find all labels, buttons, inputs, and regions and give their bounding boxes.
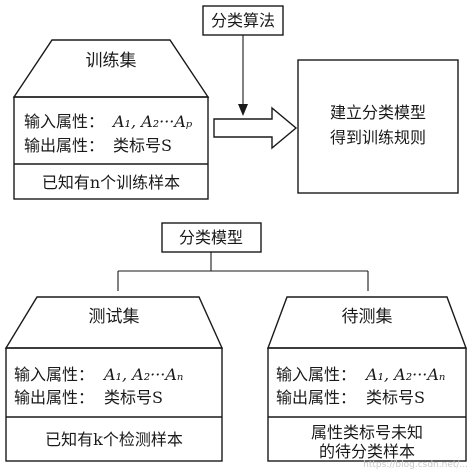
algorithm-label: 分类算法 bbox=[211, 11, 275, 30]
build-model-box bbox=[297, 59, 459, 194]
training-footer: 已知有n个训练样本 bbox=[42, 173, 180, 192]
training-set-block bbox=[12, 39, 210, 200]
algorithm-arrowhead bbox=[238, 104, 248, 116]
training-output-attr: 类标号S bbox=[113, 136, 172, 155]
training-set-header: 训练集 bbox=[86, 51, 137, 71]
test-output-prefix: 输出属性： bbox=[14, 388, 94, 407]
pending-set-block bbox=[266, 296, 468, 462]
pending-footer-line1: 属性类标号未知 bbox=[311, 423, 423, 442]
model-label: 分类模型 bbox=[179, 228, 243, 247]
pending-input-attrs: A₁, A₂···Aₙ bbox=[364, 365, 445, 384]
pending-output-prefix: 输出属性： bbox=[276, 388, 356, 407]
build-model-line1: 建立分类模型 bbox=[330, 103, 426, 122]
pending-set-header: 待测集 bbox=[342, 307, 393, 327]
training-input-prefix: 输入属性： bbox=[24, 112, 104, 131]
test-input-prefix: 输入属性： bbox=[14, 365, 94, 384]
pending-output-attr: 类标号S bbox=[366, 388, 425, 407]
test-set-block bbox=[4, 296, 224, 462]
test-footer: 已知有k个检测样本 bbox=[45, 430, 183, 449]
test-set-header: 测试集 bbox=[89, 307, 140, 327]
pending-input-prefix: 输入属性： bbox=[276, 365, 356, 384]
test-input-attrs: A₁, A₂···Aₙ bbox=[102, 365, 183, 384]
hollow-arrow bbox=[213, 106, 298, 150]
pending-footer-line2: 的待分类样本 bbox=[319, 442, 415, 461]
build-model-line2: 得到训练规则 bbox=[330, 128, 426, 147]
training-output-prefix: 输出属性： bbox=[24, 136, 104, 155]
training-input-attrs: A₁, A₂···Aₚ bbox=[111, 112, 193, 131]
test-output-attr: 类标号S bbox=[104, 388, 163, 407]
watermark-text: https://blog.csdn.net/... bbox=[363, 460, 468, 470]
